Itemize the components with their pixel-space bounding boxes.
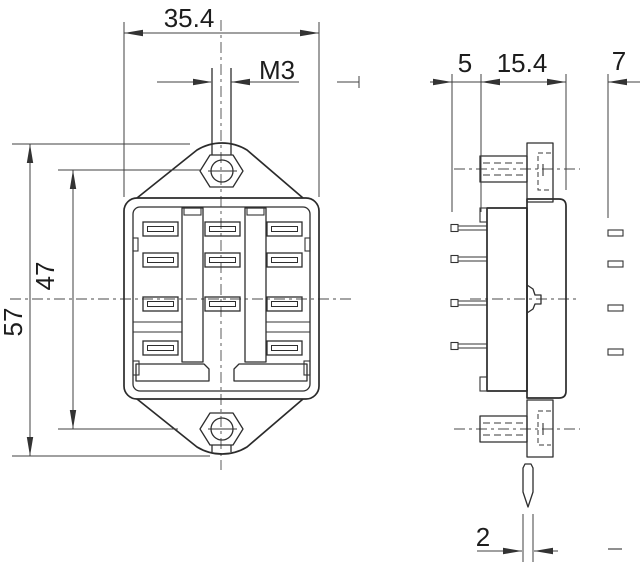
contact-slot <box>204 221 241 237</box>
dim-hole-spacing-label: 47 <box>30 262 60 291</box>
terminal-pin <box>450 341 487 351</box>
contact-slot <box>266 340 303 356</box>
latch-bump <box>526 284 542 314</box>
dim-body-depth-label: 15.4 <box>497 48 548 78</box>
dim-mount-thread: M3 <box>157 55 360 88</box>
dim-mount-thread-label: M3 <box>259 55 295 85</box>
front-view <box>10 20 352 470</box>
dim-terminal-thickness-label: 2 <box>476 522 490 552</box>
bottom-mounting-ear <box>136 398 304 455</box>
front-body-outline <box>123 197 320 400</box>
slab-notch-bottom <box>479 376 488 392</box>
divider-bar-right <box>244 207 267 363</box>
terminal-pin <box>450 298 487 308</box>
partial-right-view <box>607 229 624 550</box>
slab-notch-top <box>479 207 488 223</box>
front-body-inner-wall <box>132 206 311 392</box>
dim-body-width-label: 35.4 <box>164 3 215 33</box>
terminal-pin <box>607 229 624 237</box>
side-view <box>450 142 580 508</box>
contact-slot <box>266 252 303 268</box>
top-mounting-ear <box>136 142 304 199</box>
contact-slot <box>142 296 179 312</box>
dim-overall-height-label: 57 <box>0 308 28 337</box>
terminal-pin <box>607 260 624 268</box>
side-bottom-nut-block <box>526 399 554 458</box>
dimension-annotations: 35.4 M3 57 47 <box>0 3 640 562</box>
contact-slot <box>266 296 303 312</box>
divider-bars <box>181 207 267 363</box>
dim-body-width: 35.4 <box>123 3 320 197</box>
side-top-nut-block <box>526 142 554 203</box>
terminal-pin <box>607 348 624 356</box>
terminal-pin <box>450 223 487 233</box>
dim-side-chain: 5 15.4 7 <box>430 46 640 218</box>
side-cover <box>526 198 567 399</box>
wall-notch <box>303 360 311 376</box>
dim-overall-height: 57 <box>0 143 210 457</box>
bottom-tray-left <box>135 363 210 382</box>
contact-slot <box>142 340 179 356</box>
terminal-pins-left <box>450 223 487 351</box>
bottom-terminal-pin <box>522 463 534 508</box>
dim-hole-spacing: 47 <box>30 169 200 430</box>
bottom-tray-right <box>233 363 308 382</box>
terminal-pin <box>450 254 487 264</box>
terminal-pin <box>607 304 624 312</box>
side-body-slab <box>486 207 528 392</box>
dim-pin-offset-label: 5 <box>458 48 472 78</box>
top-hex-nut <box>199 154 244 188</box>
divider-bar-left <box>181 207 204 363</box>
wall-notch <box>304 237 311 252</box>
contact-slots <box>142 221 303 356</box>
wall-notch <box>132 360 140 376</box>
contact-slot <box>142 252 179 268</box>
bottom-hex-nut <box>199 412 244 452</box>
inner-structure <box>132 237 311 382</box>
dim-terminal-thickness: 2 <box>476 514 558 562</box>
contact-slot <box>142 221 179 237</box>
contact-slot <box>204 296 241 312</box>
dim-rear-pin-label: 7 <box>612 46 626 76</box>
contact-slot <box>266 221 303 237</box>
contact-slot <box>204 252 241 268</box>
wall-notch <box>132 237 139 252</box>
